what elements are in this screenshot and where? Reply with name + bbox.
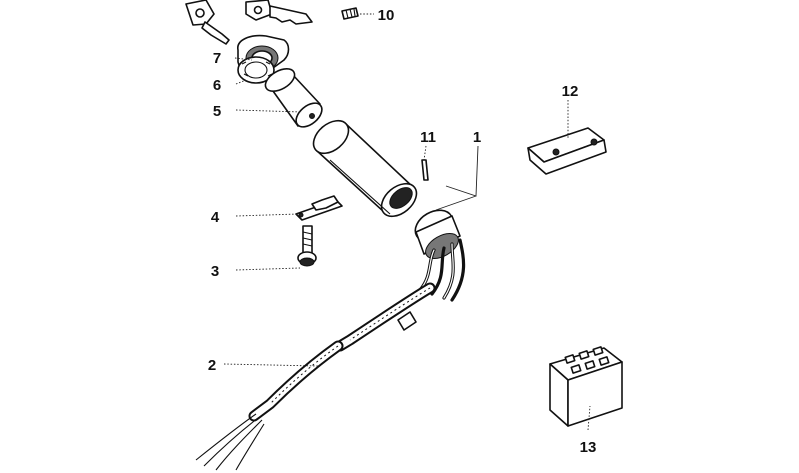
ignition-key-left	[185, 0, 230, 45]
screw-part	[297, 225, 317, 267]
callout-13: 13	[580, 439, 597, 456]
cover-plate-part	[527, 127, 607, 175]
callout-6: 6	[213, 77, 221, 94]
lock-cylinder-part	[264, 68, 323, 128]
lock-ring-part	[237, 56, 275, 84]
wiring-harness-part	[195, 282, 436, 471]
ignition-key-right	[245, 0, 313, 25]
callout-5: 5	[213, 103, 221, 120]
bracket-plate-part	[295, 195, 343, 221]
grub-screw-part	[341, 7, 359, 20]
callout-10: 10	[378, 7, 395, 24]
callout-3: 3	[211, 263, 219, 280]
leader-lines	[223, 13, 591, 431]
callout-7: 7	[213, 50, 221, 67]
connector-block-part	[549, 346, 623, 427]
ignition-switch-part	[414, 209, 466, 302]
steering-lock-housing	[312, 119, 418, 218]
callout-12: 12	[562, 83, 579, 100]
callout-11: 11	[420, 129, 436, 146]
callout-2: 2	[208, 357, 216, 374]
callout-4: 4	[211, 209, 220, 226]
retaining-pin-part	[421, 159, 429, 181]
callout-1: 1	[473, 129, 481, 146]
